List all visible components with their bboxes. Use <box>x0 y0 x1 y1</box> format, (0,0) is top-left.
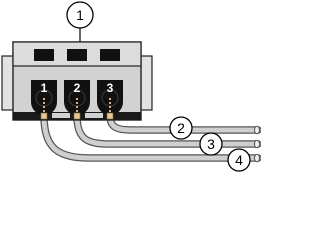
pin-label-3: 3 <box>107 81 114 95</box>
callout-wire-b-circle <box>199 132 223 156</box>
callout-wire-b-label: 3 <box>207 136 215 152</box>
pin-label-2: 2 <box>74 81 81 95</box>
callout-wire-a-circle <box>169 116 193 140</box>
pin-socket-3: 3 <box>97 80 123 115</box>
pin-socket-2: 2 <box>64 80 90 115</box>
pin-socket-1: 1 <box>31 80 57 115</box>
callout-connector-label: 1 <box>76 7 84 23</box>
connector-diagram: 1 <box>1 1 261 172</box>
callout-wire-a-label: 2 <box>177 120 185 136</box>
pin-label-1: 1 <box>41 81 48 95</box>
callout-connector: 1 <box>66 1 94 42</box>
connector-left-tab <box>1 55 15 111</box>
callout-wire-a: 2 <box>169 116 193 140</box>
callout-wire-c-label: 4 <box>235 152 243 168</box>
terminals <box>40 98 114 120</box>
callout-connector-circle <box>66 1 94 29</box>
callout-wire-b: 3 <box>199 132 223 156</box>
wires <box>40 112 261 163</box>
connector-slots <box>34 49 120 61</box>
callout-wire-c-circle <box>227 148 251 172</box>
pin-sockets: 1 2 3 <box>31 80 123 115</box>
callout-wire-c: 4 <box>227 148 251 172</box>
connector-right-tab <box>139 55 153 111</box>
